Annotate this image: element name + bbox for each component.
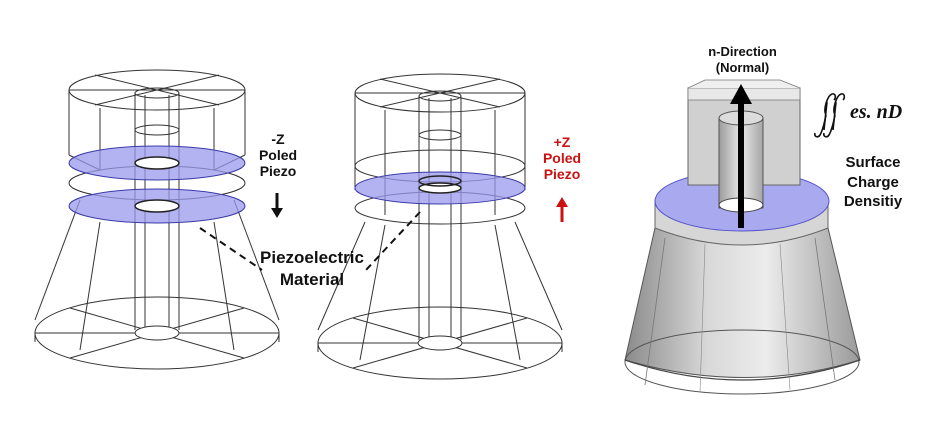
right-solid-model: [624, 79, 861, 395]
middle-pole-line-3: Piezo: [543, 166, 581, 183]
double-integral-icon: [814, 93, 846, 138]
integral-label: es. nD: [850, 101, 930, 124]
piezo-leader-lines: [199, 211, 421, 271]
middle-pole-label: +Z Poled Piezo: [537, 134, 587, 182]
n-direction-line-2: (Normal): [715, 59, 770, 75]
middle-piezo-disk: [354, 171, 526, 205]
piezo-material-line-1: Piezoelectric: [260, 248, 364, 267]
integral-text: es. nD: [850, 101, 903, 123]
arrow-up-icon: [556, 197, 568, 222]
left-pole-line-3: Piezo: [259, 163, 297, 180]
left-piezo-disks: [68, 145, 246, 224]
piezo-material-line-2: Material: [279, 270, 345, 290]
left-pole-line-2: Poled: [258, 147, 298, 164]
arrow-down-icon: [271, 193, 283, 218]
n-direction-line-1: n-Direction: [708, 44, 777, 59]
surface-charge-line-1: Surface: [845, 154, 901, 171]
surface-charge-line-2: Charge: [847, 173, 899, 191]
left-wireframe-model: [34, 69, 280, 370]
arrow-up-icon: [730, 84, 752, 228]
piezo-material-label: Piezoelectric Material: [248, 247, 376, 291]
surface-charge-line-3: Densitiy: [843, 193, 903, 210]
middle-wireframe-model: [317, 73, 563, 380]
left-pole-line-1: -Z: [271, 131, 285, 147]
middle-pole-line-1: +Z: [553, 134, 571, 150]
left-pole-label: -Z Poled Piezo: [255, 131, 301, 179]
n-direction-label: n-Direction (Normal): [680, 44, 805, 75]
middle-pole-line-2: Poled: [542, 150, 582, 167]
surface-charge-label: Surface Charge Densitiy: [828, 153, 918, 212]
